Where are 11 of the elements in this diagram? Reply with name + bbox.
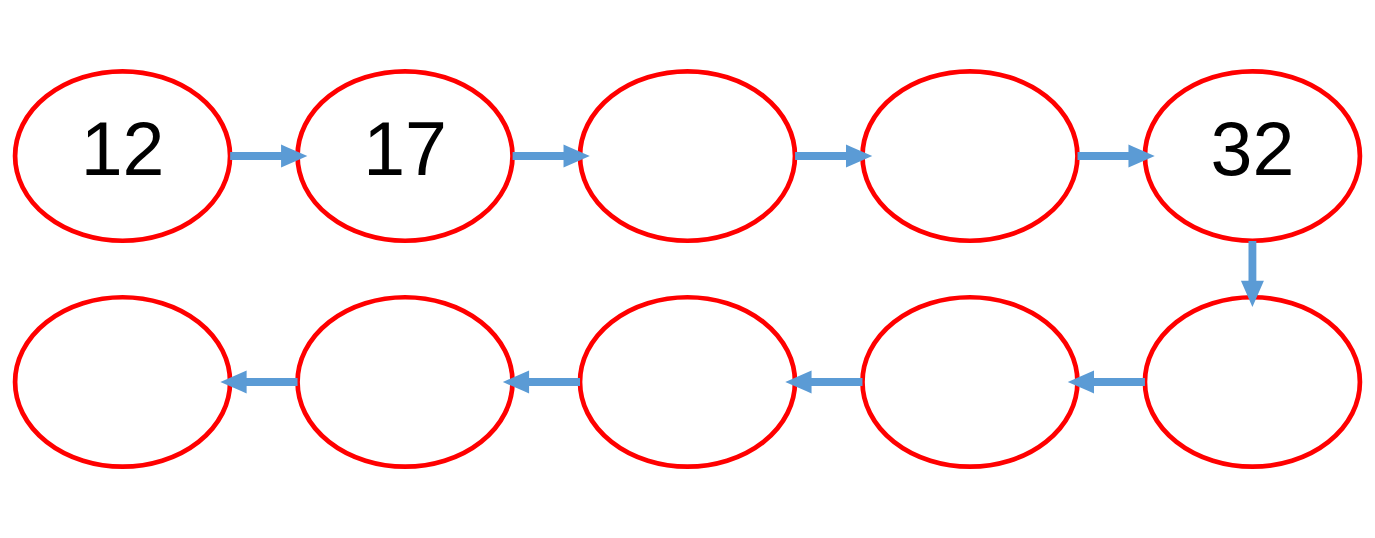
node-ellipse: 32 [1142,68,1363,244]
node-ellipse [12,294,233,470]
node-ellipse [577,68,798,244]
node-ellipse: 17 [295,68,515,244]
node-ellipse [860,68,1080,244]
node-ellipse [295,294,515,470]
node-ellipse: 12 [12,68,233,244]
node-ellipse [1142,294,1363,470]
node-ellipse [577,294,798,470]
arrow [1240,240,1264,308]
node-ellipse [860,294,1080,470]
